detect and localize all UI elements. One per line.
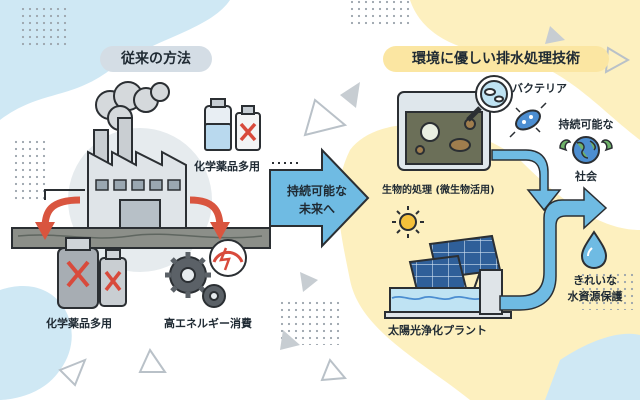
sustainable-society-label-line2: 社会 <box>575 170 597 183</box>
bacteria-icon <box>509 102 547 138</box>
conventional-method-title: 従来の方法 <box>100 46 212 72</box>
yellow-blob-top-right <box>410 0 640 140</box>
bio-process-label: 生物的処理 (微生物活用) <box>382 185 495 196</box>
triangle-deco-2 <box>340 82 360 108</box>
clean-water-flow-up <box>499 186 608 311</box>
blue-blob-bottom-left <box>0 286 72 400</box>
dot-pattern-bottom-right <box>580 270 635 310</box>
energy-label: 高エネルギー消費 <box>164 317 252 330</box>
future-arrow <box>269 147 370 249</box>
energy-gauge-icon <box>209 239 247 277</box>
dot-pattern-mid-left <box>10 140 50 200</box>
solar-plant-label: 太陽光浄化プラント <box>388 324 487 337</box>
water-drop-icon <box>580 230 608 270</box>
blue-blob-bottom-right <box>545 333 640 400</box>
gears-icon <box>165 252 226 308</box>
chemical-bottles-bottom-icon <box>57 237 127 309</box>
chemicals-label-bottom: 化学薬品多用 <box>46 317 112 330</box>
bacteria-label: バクテリア <box>512 82 567 95</box>
clean-water-flow <box>491 149 562 212</box>
magnifier-bacteria-icon <box>466 75 513 122</box>
sustainable-society-label-line1: 持続可能な <box>558 118 614 131</box>
eco-tech-title: 環境に優しい排水処理技術 <box>383 46 609 72</box>
triangle-deco-7 <box>320 358 347 382</box>
bioreactor-tank-icon <box>397 91 491 171</box>
triangle-deco-1 <box>303 98 348 137</box>
sun-icon <box>392 206 424 238</box>
dot-pattern-top-center <box>350 0 410 28</box>
smoke-cloud-icon <box>95 81 170 131</box>
factory-door <box>119 199 161 229</box>
triangle-deco-9 <box>545 26 565 44</box>
chemical-bottles-top-icon <box>204 98 261 151</box>
clean-water-label-line2: 水資源保護 <box>567 290 623 303</box>
future-arrow-label-line1: 持続可能な <box>286 184 347 198</box>
future-arrow-label-line2: 未来へ <box>298 202 335 216</box>
triangle-deco-8 <box>300 272 318 292</box>
factory-windows <box>95 179 181 191</box>
triangle-deco-5 <box>138 347 167 373</box>
globe-icon <box>559 136 613 164</box>
clean-water-label-line1: きれいな <box>573 274 617 287</box>
dot-pattern-top-left <box>20 8 70 48</box>
triangle-deco-6 <box>58 358 87 387</box>
triangle-deco-4 <box>280 330 300 350</box>
chemicals-label-top: 化学薬品多用 <box>194 160 260 173</box>
treatment-plant-icon <box>384 269 512 319</box>
